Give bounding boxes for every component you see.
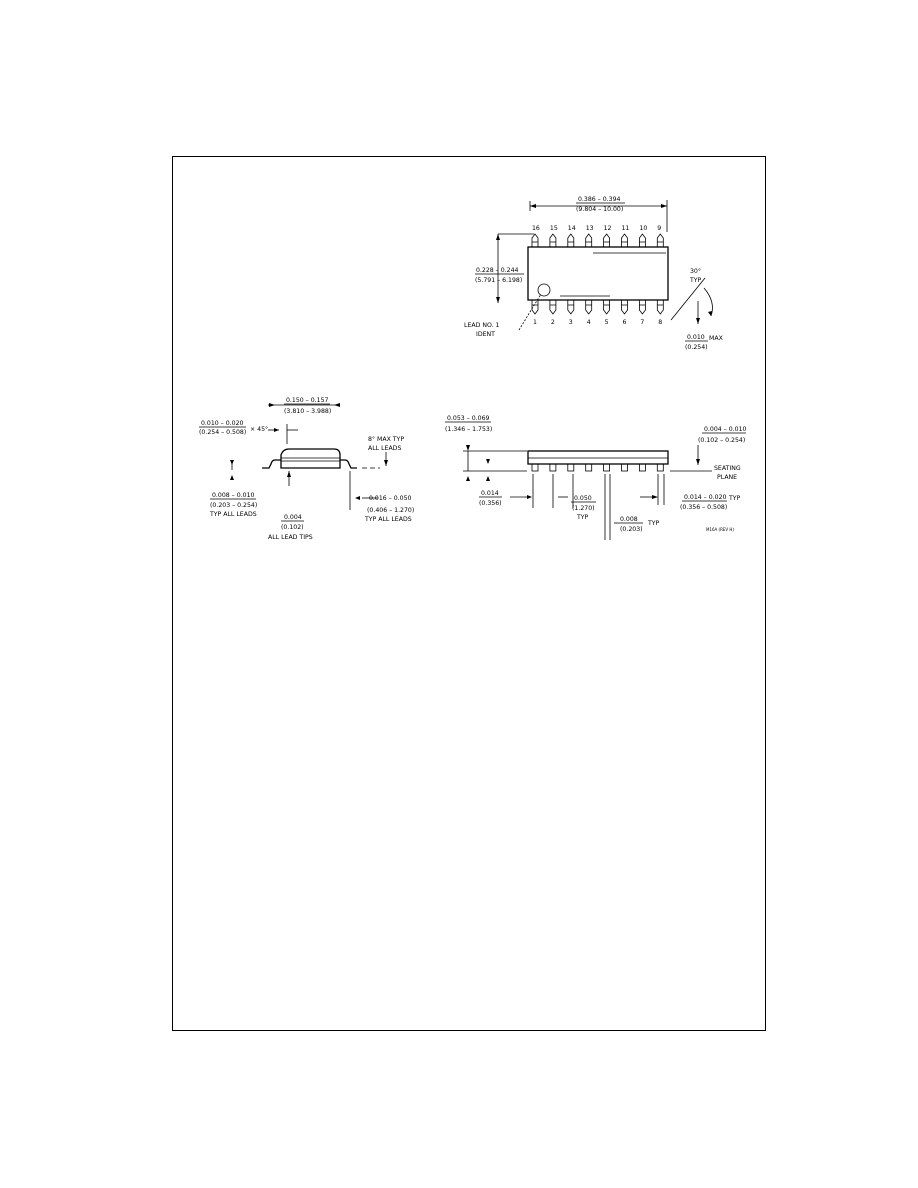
side-lead (531, 463, 539, 472)
gap-typ: TYP (647, 520, 660, 527)
pin-number-top: 11 (622, 225, 630, 232)
drawing-frame (172, 156, 766, 1031)
pin-bottom (656, 300, 664, 315)
side-height-in: 0.053 – 0.069 (447, 415, 490, 422)
pin-number-top: 9 (657, 225, 661, 232)
seating-line2: PLANE (717, 474, 737, 481)
standoff-in: 0.004 – 0.010 (704, 426, 747, 433)
side-lead (549, 463, 557, 472)
side-view-body (527, 450, 669, 465)
pin-bottom (567, 300, 575, 315)
pin-top (567, 233, 575, 247)
seating-line1: SEATING (714, 465, 741, 472)
pin-top (656, 233, 664, 247)
angle-typ: 8° MAX TYP (368, 435, 404, 443)
side-view: 0.053 – 0.069 (1.346 – 1.753) 0.004 – 0.… (445, 415, 747, 540)
a-in: 0.014 (481, 490, 499, 497)
side-height-mm: (1.346 – 1.753) (445, 426, 492, 433)
pin-number-bottom: 5 (605, 319, 609, 326)
end-width-in: 0.150 – 0.157 (286, 397, 329, 404)
side-lead (585, 463, 593, 472)
lead-w-typ: TYP (728, 495, 741, 502)
a-mm: (0.356) (479, 500, 502, 507)
side-lead (639, 463, 646, 472)
pin-number-bottom: 4 (587, 319, 591, 326)
pin-top (621, 233, 628, 247)
tip-in: 0.004 (284, 514, 302, 521)
gap-mm: (0.203) (620, 526, 643, 533)
top-angle: 30° (690, 267, 701, 275)
pin-top (603, 233, 610, 247)
pitch-mm: (1.270) (572, 505, 595, 512)
lead-thk-note: TYP ALL LEADS (209, 511, 257, 518)
pin-bottom (603, 300, 610, 315)
pin-bottom (549, 300, 557, 315)
chamfer-mm: (0.254 – 0.508) (199, 429, 246, 436)
top-max-label: MAX (709, 335, 724, 342)
lead-thk-mm: (0.203 – 0.254) (210, 502, 257, 509)
lead-w-in: 0.014 – 0.020 (684, 494, 727, 501)
top-max-mm: (0.254) (685, 344, 708, 351)
pin-number-top: 15 (550, 225, 558, 232)
pin-number-bottom: 3 (569, 319, 573, 326)
top-length-mm: (9.804 – 10.00) (576, 206, 623, 213)
pin-number-top: 10 (639, 225, 647, 232)
end-width-mm: (3.810 – 3.988) (284, 408, 331, 415)
top-max-in: 0.010 (687, 334, 705, 341)
pin-number-bottom: 8 (658, 319, 662, 326)
pin-bottom (531, 300, 539, 315)
pin-number-top: 13 (586, 225, 594, 232)
pin-number-top: 16 (532, 225, 540, 232)
lead-ident-line2: IDENT (476, 331, 495, 338)
side-lead (603, 463, 610, 472)
foot-note: TYP ALL LEADS (364, 516, 412, 523)
tip-mm: (0.102) (281, 524, 304, 531)
pitch-typ: TYP (576, 514, 589, 521)
foot-mm: (0.406 – 1.270) (367, 507, 414, 514)
angle-leads: ALL LEADS (368, 445, 401, 452)
pin1-marker-dot (537, 283, 551, 297)
lead-w-mm: (0.356 – 0.508) (680, 504, 727, 511)
pin-bottom (639, 300, 646, 315)
pin-number-bottom: 1 (533, 319, 537, 326)
end-view: 0.150 – 0.157 (3.810 – 3.988) 0.010 – 0.… (199, 397, 414, 541)
pin-bottom (585, 300, 593, 315)
pin-top (585, 233, 593, 247)
pin-bottom (621, 300, 628, 315)
top-length-in: 0.386 – 0.394 (578, 196, 621, 203)
lead-thk-in: 0.008 – 0.010 (212, 492, 255, 499)
pin-number-bottom: 6 (623, 319, 627, 326)
top-view-body (527, 246, 669, 301)
pin-top (549, 233, 557, 247)
gap-in: 0.008 (620, 516, 638, 523)
lead-ident-line1: LEAD NO. 1 (464, 322, 500, 329)
drawing-code: M16A (REV H) (706, 527, 734, 532)
pin-number-top: 12 (604, 225, 612, 232)
foot-in: 0.016 – 0.050 (369, 495, 412, 502)
side-lead (567, 463, 575, 472)
chamfer-angle: × 45° (250, 425, 268, 433)
pin-number-bottom: 7 (640, 319, 644, 326)
pin-number-bottom: 2 (551, 319, 555, 326)
end-view-body (280, 448, 341, 469)
top-width-mm: (5.791 – 6.198) (475, 277, 522, 284)
side-lead (656, 463, 664, 472)
pitch-in: 0.050 (574, 495, 592, 502)
side-lead (621, 463, 628, 472)
top-width-in: 0.228 – 0.244 (476, 267, 519, 274)
chamfer-in: 0.010 – 0.020 (201, 420, 244, 427)
top-angle-typ: TYP (689, 277, 702, 284)
pin-number-top: 14 (568, 225, 576, 232)
standoff-mm: (0.102 – 0.254) (698, 437, 745, 444)
pin-top (531, 233, 539, 247)
tip-note: ALL LEAD TIPS (268, 534, 313, 541)
pin-top (639, 233, 646, 247)
